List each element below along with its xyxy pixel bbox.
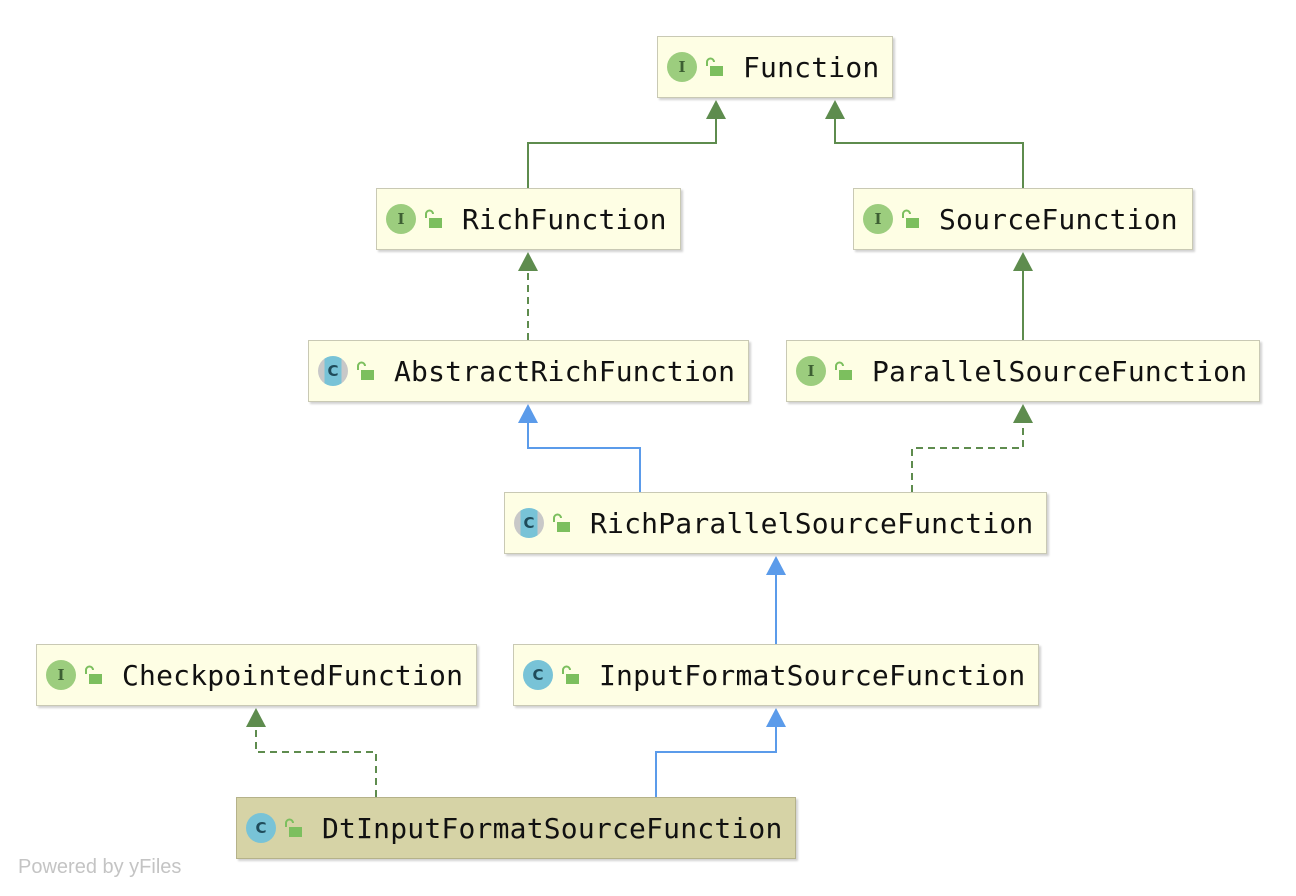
node-label: InputFormatSourceFunction: [599, 658, 1026, 692]
node-abstract-rich-function[interactable]: C AbstractRichFunction: [308, 340, 749, 402]
public-lock-icon: [85, 665, 102, 684]
edge-parallel-source-function-to-source-function: [1013, 252, 1033, 340]
node-rich-function[interactable]: I RichFunction: [376, 188, 681, 250]
public-lock-icon: [835, 361, 852, 380]
arrowhead: [766, 708, 786, 727]
node-label: RichParallelSourceFunction: [590, 506, 1034, 540]
node-label: ParallelSourceFunction: [872, 354, 1248, 388]
node-function[interactable]: I Function: [657, 36, 893, 98]
public-lock-icon: [553, 513, 570, 532]
arrowhead: [825, 100, 845, 119]
public-lock-icon: [285, 818, 302, 837]
node-rich-parallel-source-function[interactable]: C RichParallelSourceFunction: [504, 492, 1047, 554]
public-lock-icon: [562, 665, 579, 684]
arrowhead: [518, 252, 538, 271]
interface-icon: I: [863, 204, 893, 234]
node-label: CheckpointedFunction: [122, 658, 464, 692]
node-checkpointed-function[interactable]: I CheckpointedFunction: [36, 644, 477, 706]
edge-dt-input-format-source-function-to-input-format-source-function: [655, 708, 786, 797]
powered-by-footer: Powered by yFiles: [18, 856, 182, 878]
arrowhead: [518, 404, 538, 423]
arrowhead: [1013, 252, 1033, 271]
public-lock-icon: [706, 57, 723, 76]
public-lock-icon: [902, 209, 919, 228]
node-input-format-source-function[interactable]: C InputFormatSourceFunction: [513, 644, 1039, 706]
abstract-class-icon: C: [514, 508, 544, 538]
public-lock-icon: [357, 361, 374, 380]
edge-source-function-to-function: [825, 100, 1024, 188]
node-label: RichFunction: [462, 202, 667, 236]
interface-icon: I: [796, 356, 826, 386]
arrowhead: [706, 100, 726, 119]
arrowhead: [246, 708, 266, 727]
edge-rich-function-to-function: [527, 100, 726, 188]
edge-input-format-source-function-to-rich-parallel-source-function: [766, 556, 786, 644]
class-icon: C: [523, 660, 553, 690]
node-label: DtInputFormatSourceFunction: [322, 811, 783, 845]
edge-dt-input-format-source-function-to-checkpointed-function: [246, 708, 377, 797]
node-source-function[interactable]: I SourceFunction: [853, 188, 1193, 250]
interface-icon: I: [667, 52, 697, 82]
node-dt-input-format-source-function[interactable]: C DtInputFormatSourceFunction: [236, 797, 796, 859]
node-label: Function: [743, 50, 880, 84]
node-label: SourceFunction: [939, 202, 1178, 236]
edge-abstract-rich-function-to-rich-function: [518, 252, 538, 340]
arrowhead: [766, 556, 786, 575]
abstract-class-icon: C: [318, 356, 348, 386]
edge-rich-parallel-source-function-to-parallel-source-function: [911, 404, 1033, 492]
arrowhead: [1013, 404, 1033, 423]
public-lock-icon: [425, 209, 442, 228]
class-icon: C: [246, 813, 276, 843]
node-label: AbstractRichFunction: [394, 354, 736, 388]
interface-icon: I: [386, 204, 416, 234]
node-parallel-source-function[interactable]: I ParallelSourceFunction: [786, 340, 1260, 402]
interface-icon: I: [46, 660, 76, 690]
edge-rich-parallel-source-function-to-abstract-rich-function: [518, 404, 641, 492]
